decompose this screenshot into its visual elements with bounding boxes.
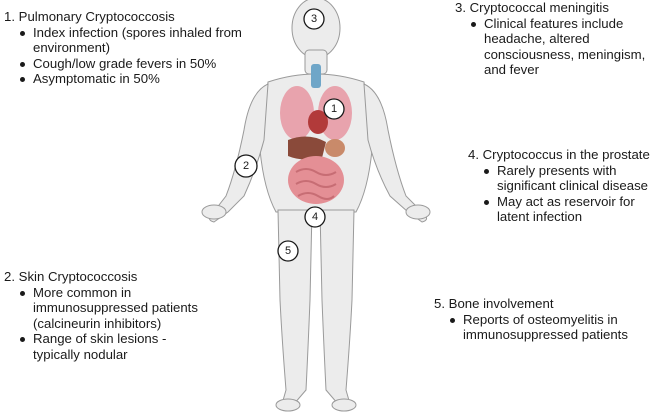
- section-title: 4. Cryptococcus in the prostate: [468, 147, 650, 162]
- marker-4: 4: [304, 206, 326, 228]
- bullet-item: Range of skin lesions - typically nodula…: [20, 331, 204, 362]
- heart: [308, 110, 328, 134]
- svg-text:3: 3: [311, 13, 317, 25]
- svg-text:4: 4: [312, 211, 318, 223]
- section-title: 3. Cryptococcal meningitis: [455, 0, 609, 15]
- marker-1: 1: [323, 98, 345, 120]
- section-skin: 2. Skin Cryptococcosis More common in im…: [4, 269, 204, 363]
- section-title: 5. Bone involvement: [434, 296, 554, 311]
- marker-5: 5: [277, 240, 299, 262]
- bullet-item: Cough/low grade fevers in 50%: [20, 56, 244, 72]
- marker-3: 3: [303, 8, 325, 30]
- bullet-item: Index infection (spores inhaled from env…: [20, 25, 244, 56]
- svg-text:2: 2: [243, 160, 249, 172]
- liver: [288, 136, 326, 160]
- intestine-folds: [295, 168, 337, 200]
- organs: [280, 64, 352, 204]
- section-title: 1. Pulmonary Cryptococcosis: [4, 9, 175, 24]
- svg-text:5: 5: [285, 245, 291, 257]
- intestines: [288, 156, 344, 204]
- trachea: [311, 64, 321, 88]
- left-lung: [280, 86, 314, 140]
- section-title: 2. Skin Cryptococcosis: [4, 269, 138, 284]
- section-bone: 5. Bone involvement Reports of osteomyel…: [434, 296, 644, 343]
- bullet-item: Clinical features include headache, alte…: [471, 16, 650, 78]
- bullet-item: May act as reservoir for latent infectio…: [484, 194, 654, 225]
- bullet-item: More common in immunosuppressed patients…: [20, 285, 204, 332]
- bullet-item: Asymptomatic in 50%: [20, 71, 244, 87]
- section-pulmonary: 1. Pulmonary Cryptococcosis Index infect…: [4, 9, 244, 87]
- section-prostate: 4. Cryptococcus in the prostate Rarely p…: [468, 147, 654, 225]
- bullet-item: Rarely presents with significant clinica…: [484, 163, 654, 194]
- section-meningitis: 3. Cryptococcal meningitis Clinical feat…: [455, 0, 650, 78]
- bullet-item: Reports of osteomyelitis in immunosuppre…: [450, 312, 644, 343]
- svg-text:1: 1: [331, 103, 337, 115]
- marker-2: 2: [234, 154, 258, 178]
- stomach: [325, 139, 345, 157]
